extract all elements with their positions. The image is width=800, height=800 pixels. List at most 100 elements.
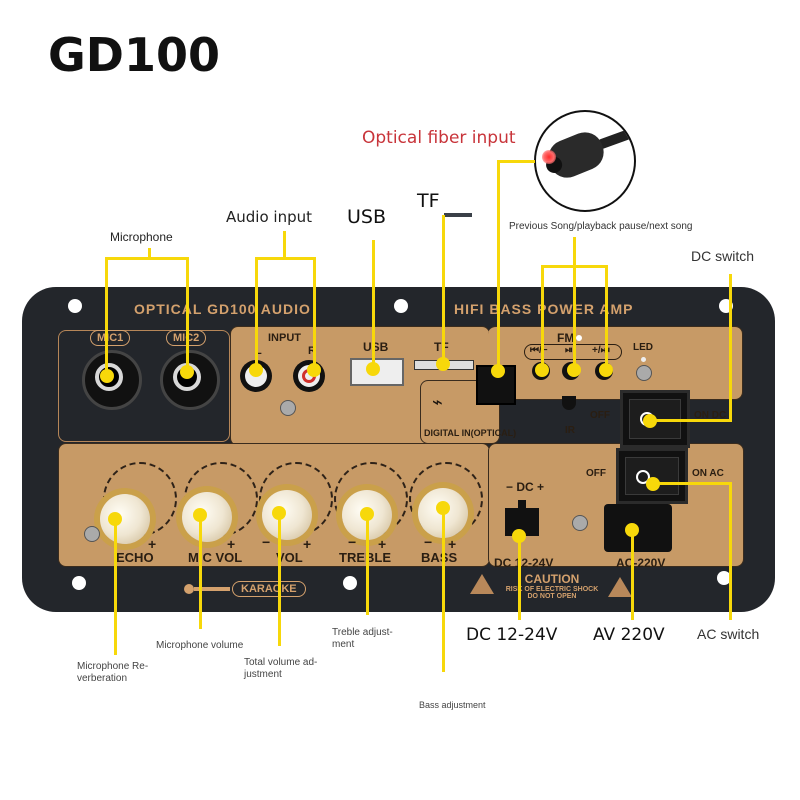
callout-dot — [360, 507, 374, 521]
led-label: LED — [633, 342, 653, 353]
caution-line2: DO NOT OPEN — [527, 593, 577, 600]
dc-off-label: OFF — [590, 410, 610, 421]
callout-dot — [643, 414, 657, 428]
callout-dc-voltage: DC 12-24V — [466, 625, 558, 645]
callout-wire — [186, 257, 189, 373]
dc-jack-key — [518, 500, 526, 510]
bass-label: BASS — [421, 550, 458, 565]
caution-title: CAUTION — [524, 572, 580, 586]
on-dc-label: ON DC — [694, 410, 727, 421]
callout-dot — [193, 508, 207, 522]
mic1-jack[interactable] — [82, 350, 142, 410]
callout-optical-fiber-input: Optical fiber input — [362, 128, 516, 148]
digital-in-label: DIGITAL IN(OPTICAL) — [424, 428, 517, 438]
karaoke-label: KARAOKE — [232, 581, 306, 597]
vol-minus: − — [262, 534, 271, 550]
callout-dot — [535, 363, 549, 377]
callout-ac-switch: AC switch — [697, 626, 760, 642]
callout-wire — [652, 482, 732, 485]
callout-total-volume: Total volume ad- justment — [244, 657, 317, 681]
callout-treble-adjust: Treble adjust- ment — [332, 627, 393, 651]
callout-dot — [625, 523, 639, 537]
callout-line: Treble adjust- — [332, 627, 393, 638]
callout-wire — [372, 240, 375, 370]
play-pause-label: ⏯ — [565, 345, 573, 356]
bass-plus: + — [448, 536, 457, 552]
bass-minus: − — [424, 534, 433, 550]
mic-vol-plus: + — [227, 536, 236, 552]
mount-hole — [394, 299, 408, 313]
vol-knob[interactable] — [262, 490, 312, 540]
controls-plate — [488, 326, 743, 400]
input-r-label: R — [308, 345, 316, 357]
callout-dot — [599, 363, 613, 377]
callout-dot — [646, 477, 660, 491]
dc-rating-label: DC 12-24V — [494, 556, 554, 570]
callout-dot — [512, 529, 526, 543]
callout-wire — [573, 265, 576, 371]
ir-receiver-icon — [562, 396, 576, 410]
tf-label: TF — [434, 340, 449, 354]
led-indicator-icon — [641, 357, 646, 362]
screw — [572, 515, 588, 531]
mic-vol-knob[interactable] — [182, 492, 232, 542]
mount-hole — [343, 576, 357, 590]
tf-card-icon — [444, 213, 472, 217]
next-label: +/⏭ — [592, 345, 610, 356]
callout-wire — [605, 265, 608, 371]
callout-wire — [442, 215, 445, 365]
callout-line: justment — [244, 669, 282, 680]
callout-wire — [148, 248, 151, 258]
callout-dot — [249, 363, 263, 377]
callout-wire — [631, 530, 634, 620]
callout-wire — [366, 514, 369, 615]
callout-mic-volume: Microphone volume — [156, 640, 244, 651]
callout-dot — [436, 357, 450, 371]
callout-wire — [114, 519, 117, 655]
callout-line: ment — [332, 639, 355, 650]
mount-hole — [717, 571, 731, 585]
callout-line: Total volume ad- — [244, 657, 318, 668]
callout-wire — [105, 257, 108, 377]
callout-wire — [541, 265, 544, 371]
callout-line: verberation — [77, 673, 128, 684]
callout-dot — [307, 363, 321, 377]
optical-cable-icon: ⌁ — [432, 392, 443, 412]
callout-dot — [567, 363, 581, 377]
screw — [636, 365, 652, 381]
callout-wire — [255, 257, 258, 371]
input-l-label: L — [255, 345, 262, 357]
callout-audio-input: Audio input — [226, 208, 312, 226]
treble-minus: − — [348, 534, 357, 550]
mount-hole — [72, 576, 86, 590]
fm-indicator-icon — [576, 335, 582, 341]
callout-wire — [573, 237, 576, 267]
callout-dot — [491, 364, 505, 378]
callout-line: Microphone Re- — [77, 661, 149, 672]
mic2-jack[interactable] — [160, 350, 220, 410]
echo-label: ECHO — [116, 550, 154, 565]
treble-plus: + — [378, 536, 387, 552]
caution-line1: RISK OF ELECTRIC SHOCK — [505, 586, 599, 593]
callout-wire — [729, 274, 732, 421]
callout-wire — [497, 160, 535, 163]
callout-wire — [729, 482, 732, 620]
on-ac-label: ON AC — [692, 468, 724, 479]
karaoke-mic-handle — [194, 587, 230, 591]
optical-red-light — [542, 150, 556, 164]
input-label: INPUT — [268, 332, 301, 344]
product-title: GD100 — [48, 28, 220, 82]
optical-plug-closeup — [534, 110, 636, 212]
panel-header-left: OPTICAL GD100 AUDIO — [134, 301, 311, 317]
warning-triangle-icon — [470, 574, 494, 594]
callout-microphone: Microphone — [110, 230, 173, 244]
callout-wire — [442, 508, 445, 672]
callout-tf: TF — [417, 190, 440, 212]
ac-rating-label: AC-220V — [616, 556, 666, 570]
mic-section — [58, 330, 230, 442]
fm-label: FM — [557, 331, 575, 345]
dc-polarity-label: − DC + — [506, 480, 545, 494]
screw — [84, 526, 100, 542]
ac-power-switch[interactable] — [616, 448, 688, 504]
callout-ac-voltage: AV 220V — [593, 625, 665, 645]
